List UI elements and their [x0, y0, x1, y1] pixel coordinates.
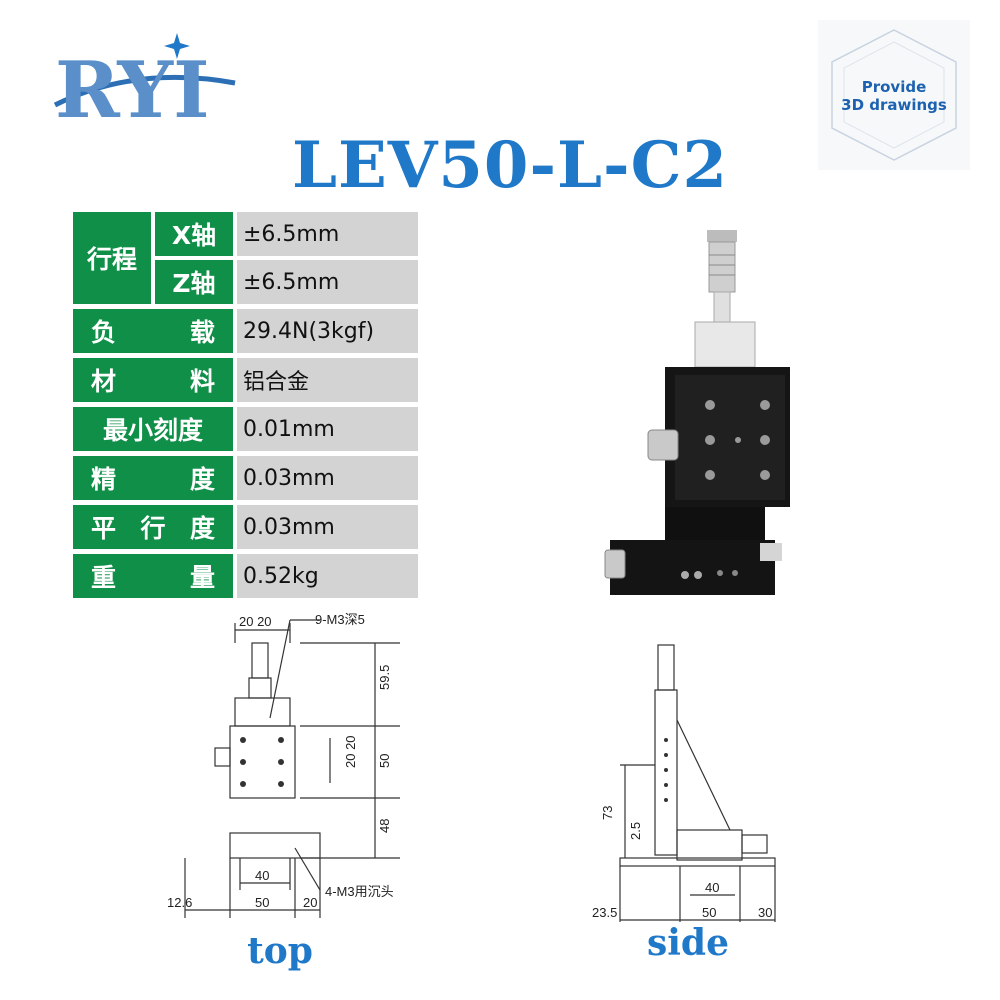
- spec-row-x-axis: X轴 ±6.5mm: [73, 212, 418, 256]
- dim-left-offset: 12.6: [167, 895, 192, 910]
- parallelism-label: 平行度: [73, 505, 233, 549]
- side-stage: [676, 829, 743, 861]
- spec-row-weight: 重量 0.52kg: [73, 554, 418, 598]
- spec-row-z-axis: Z轴 ±6.5mm: [73, 260, 418, 304]
- x-axis-value: ±6.5mm: [237, 212, 418, 256]
- star-icon: [164, 33, 190, 59]
- badge-line-1: Provide: [861, 78, 927, 96]
- dim-right-offset: 20: [303, 895, 317, 910]
- spec-row-parallelism: 平行度 0.03mm: [73, 505, 418, 549]
- dim-side-height: 73: [600, 806, 615, 820]
- spec-row-load: 负载 29.4N(3kgf): [73, 309, 418, 353]
- precision-label: 精度: [73, 456, 233, 500]
- z-axis-value: ±6.5mm: [237, 260, 418, 304]
- product-photo: [570, 225, 810, 600]
- spec-row-material: 材料 铝合金: [73, 358, 418, 402]
- side-caption: side: [646, 922, 730, 964]
- side-micrometer: [657, 644, 675, 691]
- x-stage-base: [610, 540, 775, 595]
- dim-side-base-width: 50: [702, 905, 716, 920]
- micrometer-cap: [707, 230, 737, 242]
- dim-holes-note: 9-M3深5: [315, 612, 365, 627]
- dim-height-lower: 48: [377, 819, 392, 833]
- top-caption: top: [247, 930, 313, 972]
- side-view-drawing: 73 2.5 40 50 23.5 30: [590, 630, 790, 925]
- precision-value: 0.03mm: [237, 456, 418, 500]
- brand-logo: RYI: [45, 25, 245, 136]
- top-base: [229, 832, 321, 859]
- travel-label: 行程: [73, 212, 151, 304]
- side-base: [619, 857, 776, 867]
- z-axis-label: Z轴: [155, 260, 233, 304]
- dim-base-width: 50: [255, 895, 269, 910]
- inner-cube-icon: [843, 41, 945, 149]
- load-label: 负载: [73, 309, 233, 353]
- parallelism-value: 0.03mm: [237, 505, 418, 549]
- micrometer-bracket: [694, 321, 756, 368]
- weight-label: 重量: [73, 554, 233, 598]
- dim-height-upper: 59.5: [377, 665, 392, 690]
- badge-line-2: 3D drawings: [841, 96, 947, 114]
- micrometer-sleeve: [713, 291, 731, 323]
- dim-side-small: 2.5: [628, 822, 643, 840]
- material-label: 材料: [73, 358, 233, 402]
- top-stage-plate: [229, 725, 296, 799]
- load-value: 29.4N(3kgf): [237, 309, 418, 353]
- dim-side-right-offset: 30: [758, 905, 772, 920]
- swoosh-icon: [53, 74, 236, 108]
- min-scale-value: 0.01mm: [237, 407, 418, 451]
- logo-text: RYI: [55, 45, 210, 135]
- dim-countersink-note: 4-M3用沉头: [325, 884, 394, 899]
- top-micrometer: [251, 642, 269, 679]
- top-view-drawing: 20 20 9-M3深5 59.5 20 20 50 48 40 50 12.6…: [165, 608, 505, 933]
- x-knob: [604, 549, 626, 579]
- product-title: LEV50-L-C2: [291, 128, 729, 203]
- dim-base-inner: 40: [255, 868, 269, 883]
- material-value: 铝合金: [237, 358, 418, 402]
- dim-inner-pitch: 20 20: [343, 735, 358, 768]
- dim-top-width: 20 20: [239, 614, 272, 629]
- 3d-drawings-badge: Provide 3D drawings: [818, 20, 970, 170]
- spec-row-min-scale: 最小刻度 0.01mm: [73, 407, 418, 451]
- adjust-knob: [647, 429, 679, 461]
- min-scale-label: 最小刻度: [73, 407, 233, 451]
- cube-icon: [831, 29, 957, 161]
- dim-side-left-offset: 23.5: [592, 905, 617, 920]
- spec-row-precision: 精度 0.03mm: [73, 456, 418, 500]
- weight-value: 0.52kg: [237, 554, 418, 598]
- micrometer-thimble: [708, 241, 736, 293]
- x-axis-label: X轴: [155, 212, 233, 256]
- dim-plate: 50: [377, 754, 392, 768]
- dim-side-base-inner: 40: [705, 880, 719, 895]
- side-column: [654, 689, 678, 856]
